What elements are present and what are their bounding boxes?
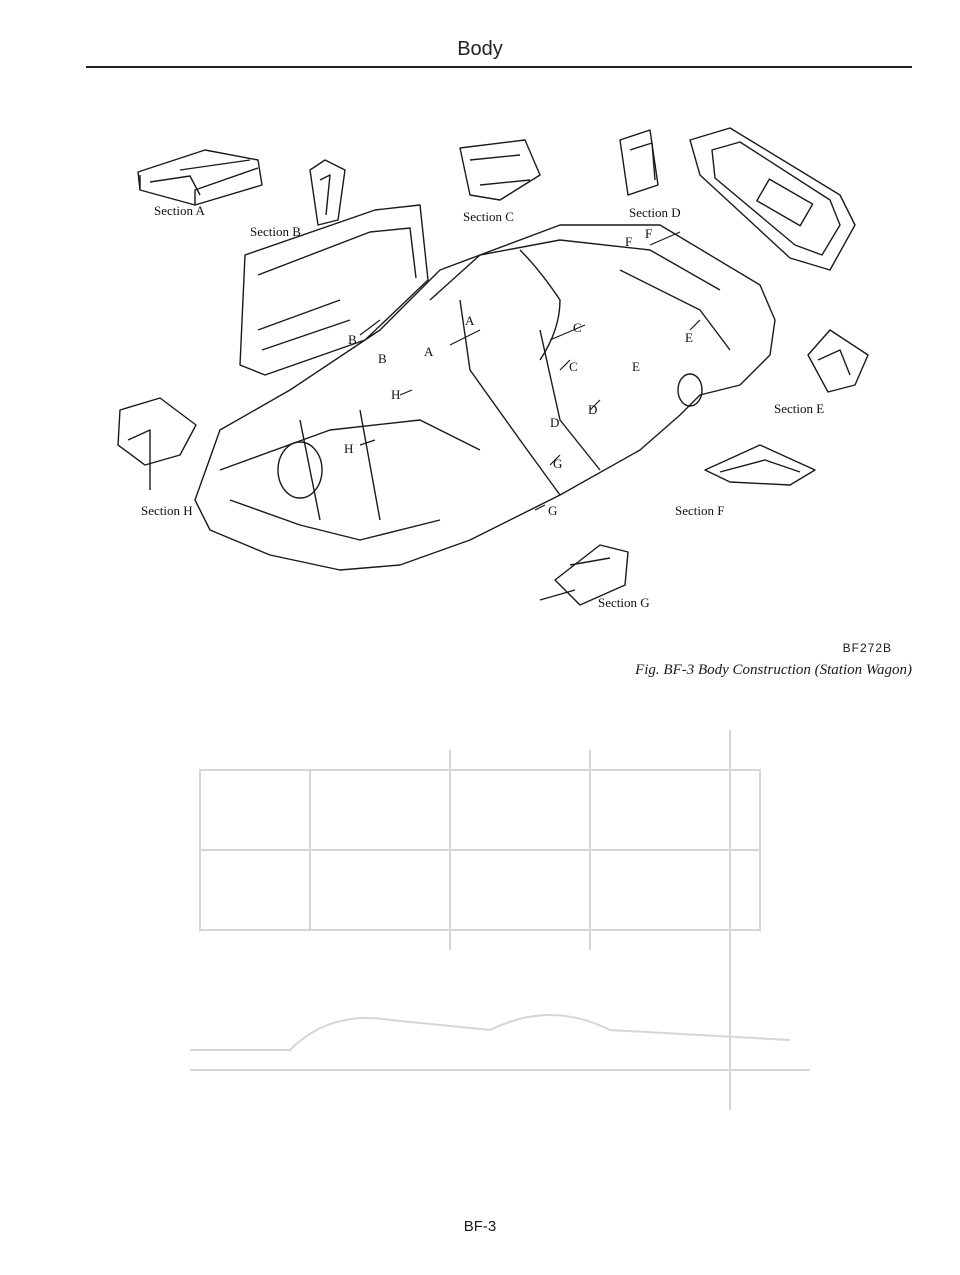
callout-h-1: H [391,387,401,402]
callout-a-2: A [424,344,434,359]
callout-c-2: C [569,359,578,374]
header-rule [86,66,912,68]
tailgate-panel [689,127,856,271]
callout-d-2: D [550,415,560,430]
section-b-piece [309,159,346,226]
section-e-label: Section E [774,401,825,416]
front-door-panel [239,204,429,376]
section-c-label: Section C [463,209,514,224]
section-f-label: Section F [675,503,725,518]
section-d-label: Section D [629,205,681,220]
section-d-piece [619,129,659,196]
section-b-label: Section B [250,224,301,239]
section-h-label: Section H [141,503,193,518]
page-header-title: Body [457,38,503,60]
callout-a-1: A [465,313,475,328]
figure-code: BF272B [842,641,892,655]
bleed-through-drawing [190,730,810,1110]
callout-g-2: G [548,503,558,518]
section-a-piece [137,149,263,206]
section-a-label: Section A [154,203,205,218]
callout-e-2: E [632,359,640,374]
callout-b-2: B [378,351,387,366]
car-body-shell [194,224,776,571]
section-g-piece [539,544,629,606]
callout-d-1: D [588,402,598,417]
section-e-piece [807,329,869,393]
callout-c-1: C [573,320,582,335]
callout-b-1: B [348,332,357,347]
callout-h-2: H [344,441,354,456]
figure-caption: Fig. BF-3 Body Construction (Station Wag… [635,662,912,678]
page-number: BF-3 [463,1218,497,1235]
section-f-piece [704,444,816,486]
section-g-label: Section G [598,595,650,610]
callout-f-2: F [625,234,633,249]
section-h-piece [117,397,197,490]
body-construction-illustration [117,127,869,606]
section-c-piece [459,139,541,201]
callout-f-1: F [645,226,653,241]
callout-e-1: E [685,330,693,345]
callout-g-1: G [553,456,563,471]
